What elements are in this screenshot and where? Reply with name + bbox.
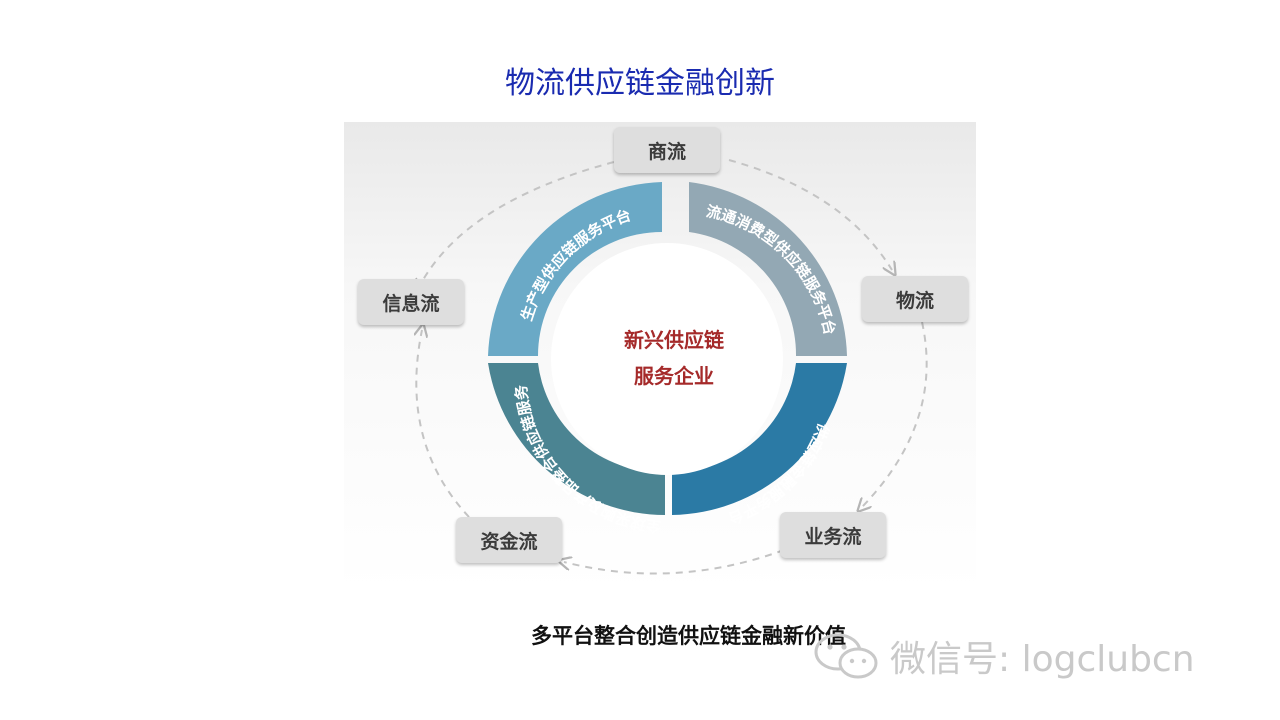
center-label-line2: 服务企业 — [634, 364, 714, 388]
quadrant-production — [488, 182, 662, 356]
flow-arc-capital-information — [416, 330, 470, 518]
node-logistics: 物流 — [862, 276, 968, 322]
flow-arc-commerce-logistics — [728, 159, 892, 270]
center-disc — [551, 243, 783, 475]
flow-diagram: 生产型供应链服务平台 流通消费型供应链服务平台 供应链金融服务平台 全球采购及产… — [344, 122, 976, 592]
node-information: 信息流 — [358, 279, 464, 325]
center-label: 新兴供应链 服务企业 — [609, 322, 739, 394]
wechat-icon — [814, 633, 878, 679]
flow-arc-logistics-business — [862, 321, 928, 507]
node-capital: 资金流 — [456, 517, 562, 563]
watermark: 微信号: logclubcn — [812, 630, 1195, 682]
quadrant-finance — [672, 363, 847, 515]
diagram-canvas: 生产型供应链服务平台 流通消费型供应链服务平台 供应链金融服务平台 全球采购及产… — [344, 122, 976, 592]
node-business: 业务流 — [780, 512, 886, 558]
flow-arc-business-capital — [564, 549, 785, 575]
quadrant-global — [488, 363, 665, 515]
node-commerce: 商流 — [614, 127, 720, 173]
quadrant-circulation — [689, 182, 847, 356]
center-label-line1: 新兴供应链 — [624, 328, 724, 352]
watermark-text: 微信号: logclubcn — [890, 639, 1195, 680]
page-title: 物流供应链金融创新 — [505, 66, 775, 101]
diagram-caption: 多平台整合创造供应链金融新价值 — [531, 623, 846, 648]
flow-arc-commerce-information — [419, 161, 615, 287]
